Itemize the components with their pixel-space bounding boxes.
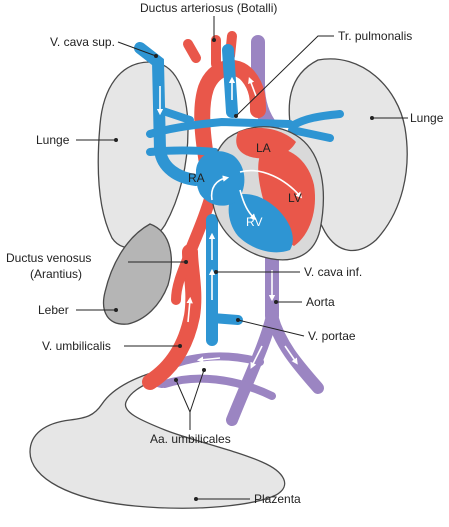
right-ventricle	[228, 194, 293, 253]
v-portae	[207, 313, 243, 325]
right-atrium	[196, 151, 245, 206]
chamber-la: LA	[256, 141, 271, 155]
label-v-cava-sup: V. cava sup.	[50, 35, 115, 49]
chamber-ra: RA	[188, 171, 205, 185]
label-leber: Leber	[38, 303, 69, 317]
label-plazenta: Plazenta	[254, 492, 301, 506]
chamber-rv: RV	[246, 215, 262, 229]
left-atrium	[236, 127, 296, 159]
label-ductus-arteriosus: Ductus arteriosus (Botalli)	[140, 1, 277, 15]
label-lunge-right: Lunge	[410, 111, 444, 125]
label-v-cava-inf: V. cava inf.	[304, 265, 362, 279]
label-v-umbilicalis: V. umbilicalis	[42, 339, 111, 353]
label-ductus-venosus-line2: (Arantius)	[30, 267, 82, 281]
left-lung	[97, 61, 189, 249]
label-aa-umbilicales: Aa. umbilicales	[150, 432, 231, 446]
leader-lines	[76, 16, 408, 501]
chamber-lv: LV	[288, 191, 302, 205]
label-lunge-left: Lunge	[36, 133, 70, 147]
heart	[196, 126, 325, 261]
placenta	[29, 373, 286, 509]
label-ductus-venosus-line1: Ductus venosus	[6, 251, 91, 265]
liver	[103, 223, 172, 325]
label-aorta: Aorta	[306, 295, 335, 309]
label-v-portae: V. portae	[308, 329, 356, 343]
label-tr-pulmonalis: Tr. pulmonalis	[338, 29, 412, 43]
